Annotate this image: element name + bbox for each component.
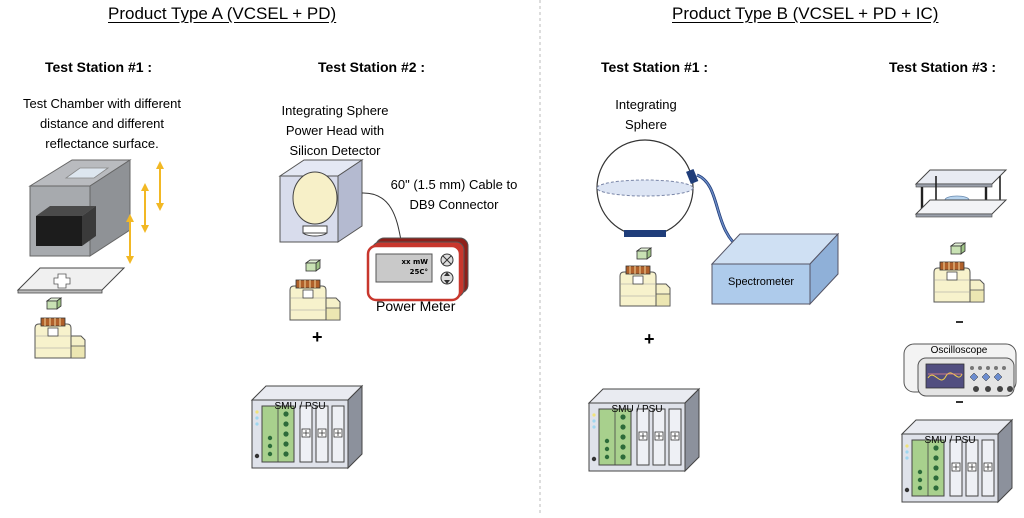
distance-arrow-icon: [155, 160, 165, 212]
reflectance-plate-icon: [16, 267, 126, 294]
integrating-sphere-icon: [596, 139, 699, 237]
cable-label-line: DB9 Connector: [409, 197, 499, 212]
station-title: Test Station #1 :: [601, 59, 709, 75]
test-fixture-icon: [914, 169, 1008, 218]
distance-arrow-icon: [125, 213, 135, 265]
smu-psu-label: SMU / PSU: [274, 401, 326, 412]
station-description-line: Test Chamber with different: [23, 96, 181, 111]
oscilloscope-label: Oscilloscope: [930, 345, 988, 356]
station-title: Test Station #1 :: [45, 59, 153, 75]
distance-arrow-icon: [140, 182, 150, 234]
test-chamber-icon: [28, 159, 132, 257]
smu-psu-label: SMU / PSU: [611, 404, 663, 415]
station-title: Test Station #2 :: [318, 59, 426, 75]
oscilloscope-icon: [903, 343, 1017, 397]
cable-label-line: 60" (1.5 mm) Cable to: [390, 177, 518, 192]
station-description-line: Sphere: [625, 117, 667, 132]
station-description-line: Integrating Sphere: [281, 103, 389, 118]
power-meter-readout-temp: 25C°: [409, 268, 428, 276]
station-description-line: Silicon Detector: [289, 143, 381, 158]
power-meter-label: Power Meter: [376, 298, 456, 314]
station-description-line: distance and different: [39, 116, 165, 131]
station-description-line: Power Head with: [285, 123, 385, 138]
station-description-line: reflectance surface.: [45, 136, 159, 151]
station-description-line: Integrating: [615, 97, 677, 112]
station-title: Test Station #3 :: [889, 59, 997, 75]
connector-dash: [956, 321, 963, 323]
power-meter-icon: [366, 237, 469, 302]
smu-psu-label: SMU / PSU: [924, 435, 976, 446]
connector-dash: [956, 401, 963, 403]
spectrometer-label: Spectrometer: [727, 276, 795, 288]
section-title-product-b: Product Type B (VCSEL + PD + IC): [672, 4, 939, 23]
plus-sign: +: [644, 329, 655, 349]
spectrometer-icon: [710, 232, 840, 306]
plus-sign: +: [312, 327, 323, 347]
integrating-sphere-power-head-icon: [278, 159, 364, 243]
section-title-product-a: Product Type A (VCSEL + PD): [108, 4, 337, 23]
power-meter-readout-power: xx mW: [401, 258, 428, 266]
